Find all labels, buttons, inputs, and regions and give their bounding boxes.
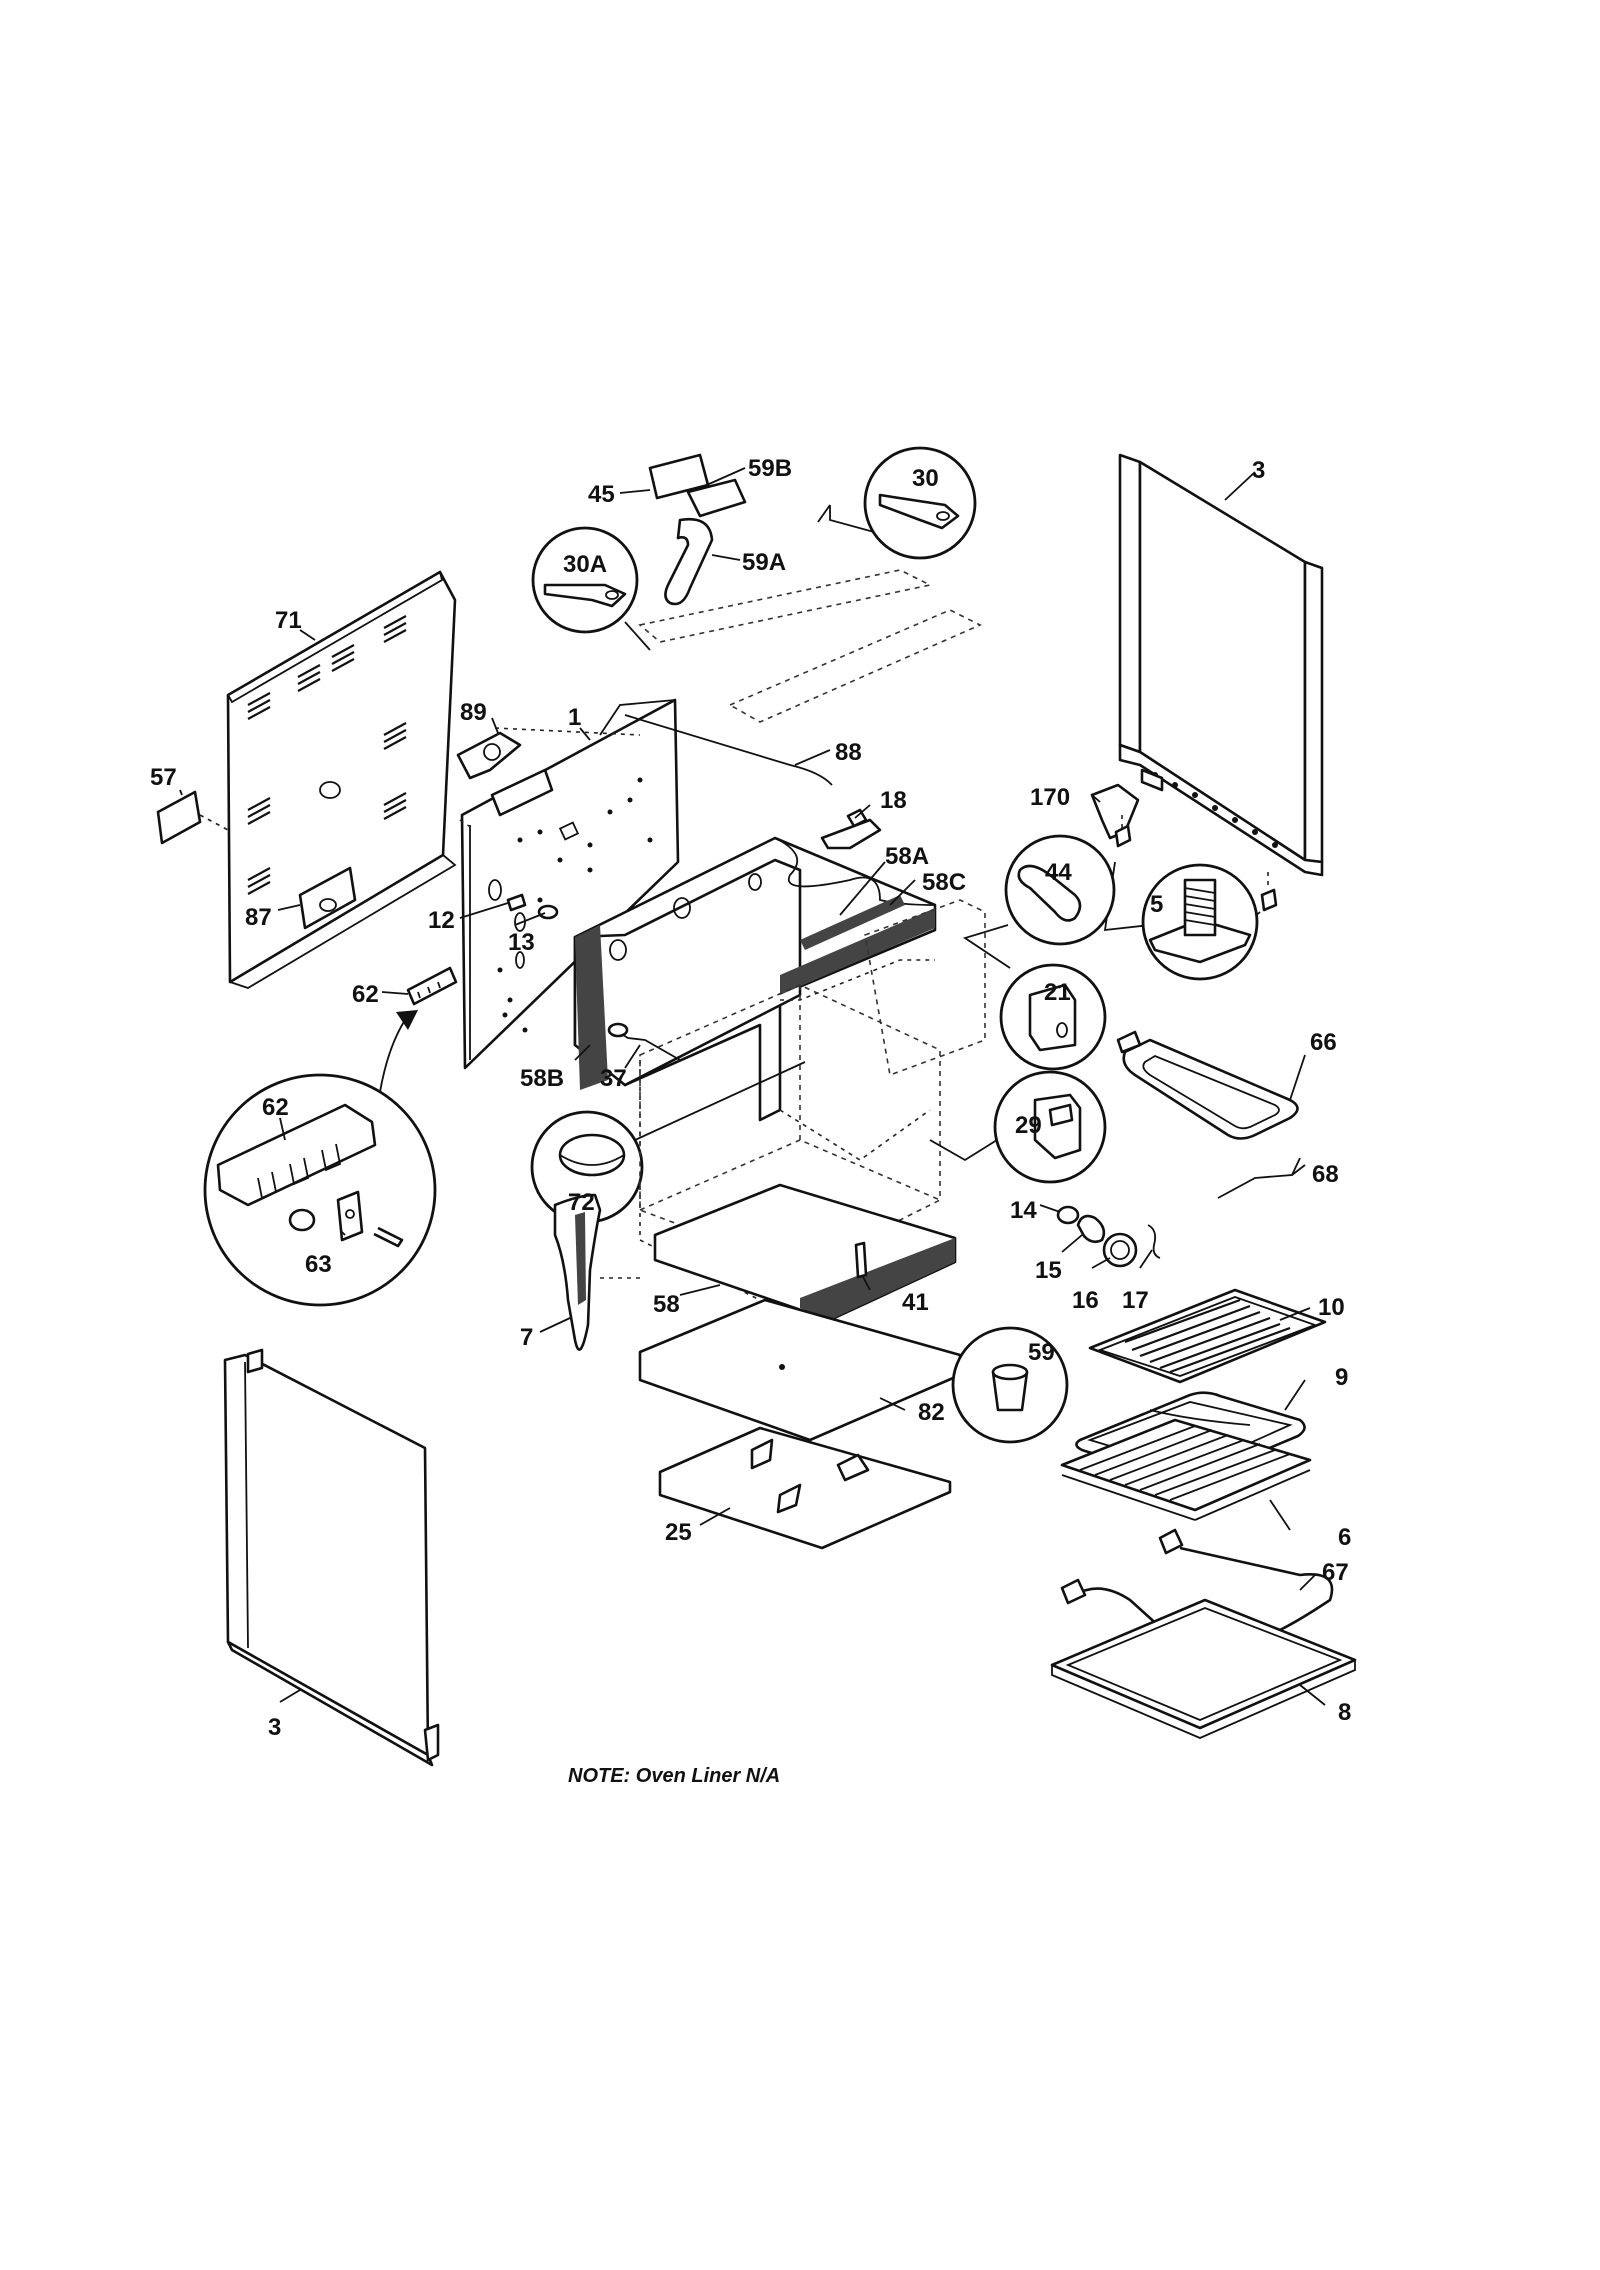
clip-13[interactable] — [537, 904, 559, 920]
label-5: 5 — [1150, 891, 1163, 918]
bottom-insulation-58[interactable] — [653, 1183, 957, 1322]
label-9: 9 — [1335, 1364, 1348, 1391]
label-87: 87 — [245, 904, 272, 931]
oven-bottom-tray[interactable] — [1050, 1598, 1357, 1739]
label-10: 10 — [1318, 1294, 1345, 1321]
oven-frame[interactable] — [460, 698, 680, 1070]
callout-44-leader — [962, 924, 1011, 969]
vent-duct-59A[interactable] — [664, 517, 714, 606]
sensor-41[interactable] — [854, 1241, 868, 1279]
callout-knob-44[interactable] — [1004, 834, 1116, 946]
callout-29-leader — [929, 1139, 998, 1162]
side-panel-bottom[interactable] — [223, 1348, 440, 1767]
label-14: 14 — [1010, 1197, 1037, 1224]
label-1: 1 — [568, 704, 581, 731]
label-29: 29 — [1015, 1112, 1042, 1139]
wire-68[interactable] — [1217, 1157, 1301, 1199]
bottom-cover-25[interactable] — [658, 1426, 952, 1550]
label-72: 72 — [568, 1189, 595, 1216]
label-8: 8 — [1338, 1699, 1351, 1726]
bracket-89[interactable] — [456, 731, 522, 780]
label-41: 41 — [902, 1289, 929, 1316]
label-44: 44 — [1045, 859, 1072, 886]
gasket-leader — [634, 1061, 806, 1141]
label-88: 88 — [835, 739, 862, 766]
label-62-inner: 62 — [262, 1094, 289, 1121]
label-58A: 58A — [885, 843, 929, 870]
callout-bushing-59[interactable] — [951, 1326, 1069, 1444]
callout-bracket-30[interactable] — [863, 446, 977, 560]
label-62-outer: 62 — [352, 981, 379, 1008]
vent-channel — [638, 569, 982, 723]
vent-bracket-59B[interactable] — [686, 478, 747, 518]
rear-panel[interactable] — [226, 570, 457, 989]
terminal-block[interactable] — [406, 966, 458, 1006]
callout-30A-leader — [624, 621, 651, 651]
bottom-panel-82[interactable] — [638, 1298, 962, 1442]
label-66: 66 — [1310, 1029, 1337, 1056]
label-45: 45 — [588, 481, 615, 508]
broiler-grid[interactable] — [1088, 1288, 1327, 1384]
broil-element[interactable] — [1116, 1030, 1299, 1140]
oven-liner-note: NOTE: Oven Liner N/A — [568, 1765, 780, 1787]
label-7: 7 — [520, 1324, 533, 1351]
label-59: 59 — [1028, 1339, 1055, 1366]
label-82: 82 — [918, 1399, 945, 1426]
bracket-57[interactable] — [156, 790, 229, 845]
label-67: 67 — [1322, 1559, 1349, 1586]
oven-cavity-outline — [639, 899, 986, 1271]
wire-clip-17[interactable] — [1147, 1224, 1161, 1259]
label-3-top: 3 — [1252, 457, 1265, 484]
vent-leader — [829, 505, 886, 536]
label-30A: 30A — [563, 551, 607, 578]
label-57: 57 — [150, 764, 177, 791]
bracket-18[interactable] — [820, 808, 882, 850]
door-hinge[interactable] — [553, 1193, 602, 1351]
side-panel-top[interactable] — [1118, 453, 1324, 877]
oven-rack[interactable] — [1060, 1418, 1312, 1521]
label-63: 63 — [305, 1251, 332, 1278]
label-21: 21 — [1044, 979, 1071, 1006]
callout-terminal-block-detail[interactable] — [203, 1073, 437, 1307]
label-16: 16 — [1072, 1287, 1099, 1314]
label-18: 18 — [880, 787, 907, 814]
light-bulb-15[interactable] — [1076, 1214, 1106, 1244]
callout-gasket-72[interactable] — [530, 1110, 644, 1224]
label-59A: 59A — [742, 549, 786, 576]
part-labels: 45 59B 30 30A 59A 3 71 89 1 88 18 170 57… — [150, 455, 1351, 1741]
label-13: 13 — [508, 929, 535, 956]
light-lens-16[interactable] — [1102, 1232, 1138, 1268]
callout-bracket-30A[interactable] — [531, 526, 639, 634]
zoom-arrowhead — [396, 1010, 418, 1030]
label-89: 89 — [460, 699, 487, 726]
label-170: 170 — [1030, 784, 1070, 811]
label-68: 68 — [1312, 1161, 1339, 1188]
sensor-12[interactable] — [506, 893, 527, 912]
label-17: 17 — [1122, 1287, 1149, 1314]
label-leaders — [179, 467, 1326, 1706]
label-58: 58 — [653, 1291, 680, 1318]
label-58C: 58C — [922, 869, 966, 896]
light-socket-14[interactable] — [1056, 1205, 1080, 1225]
label-6: 6 — [1338, 1524, 1351, 1551]
label-59B: 59B — [748, 455, 792, 482]
screws[interactable] — [1114, 824, 1278, 912]
label-37: 37 — [600, 1065, 627, 1092]
bracket-170[interactable] — [1090, 783, 1140, 840]
vent-leader-2 — [817, 504, 831, 523]
sensor-37[interactable] — [607, 1022, 681, 1061]
label-3-bottom: 3 — [268, 1714, 281, 1741]
label-58B: 58B — [520, 1065, 564, 1092]
label-25: 25 — [665, 1519, 692, 1546]
label-15: 15 — [1035, 1257, 1062, 1284]
callout-leveling-leg-5[interactable] — [1141, 863, 1259, 981]
frame-guide — [459, 727, 641, 831]
label-12: 12 — [428, 907, 455, 934]
label-71: 71 — [275, 607, 302, 634]
label-30: 30 — [912, 465, 939, 492]
callout-clip-21[interactable] — [999, 963, 1107, 1071]
callout-clip-29[interactable] — [993, 1070, 1107, 1184]
wire-88[interactable] — [624, 714, 833, 786]
